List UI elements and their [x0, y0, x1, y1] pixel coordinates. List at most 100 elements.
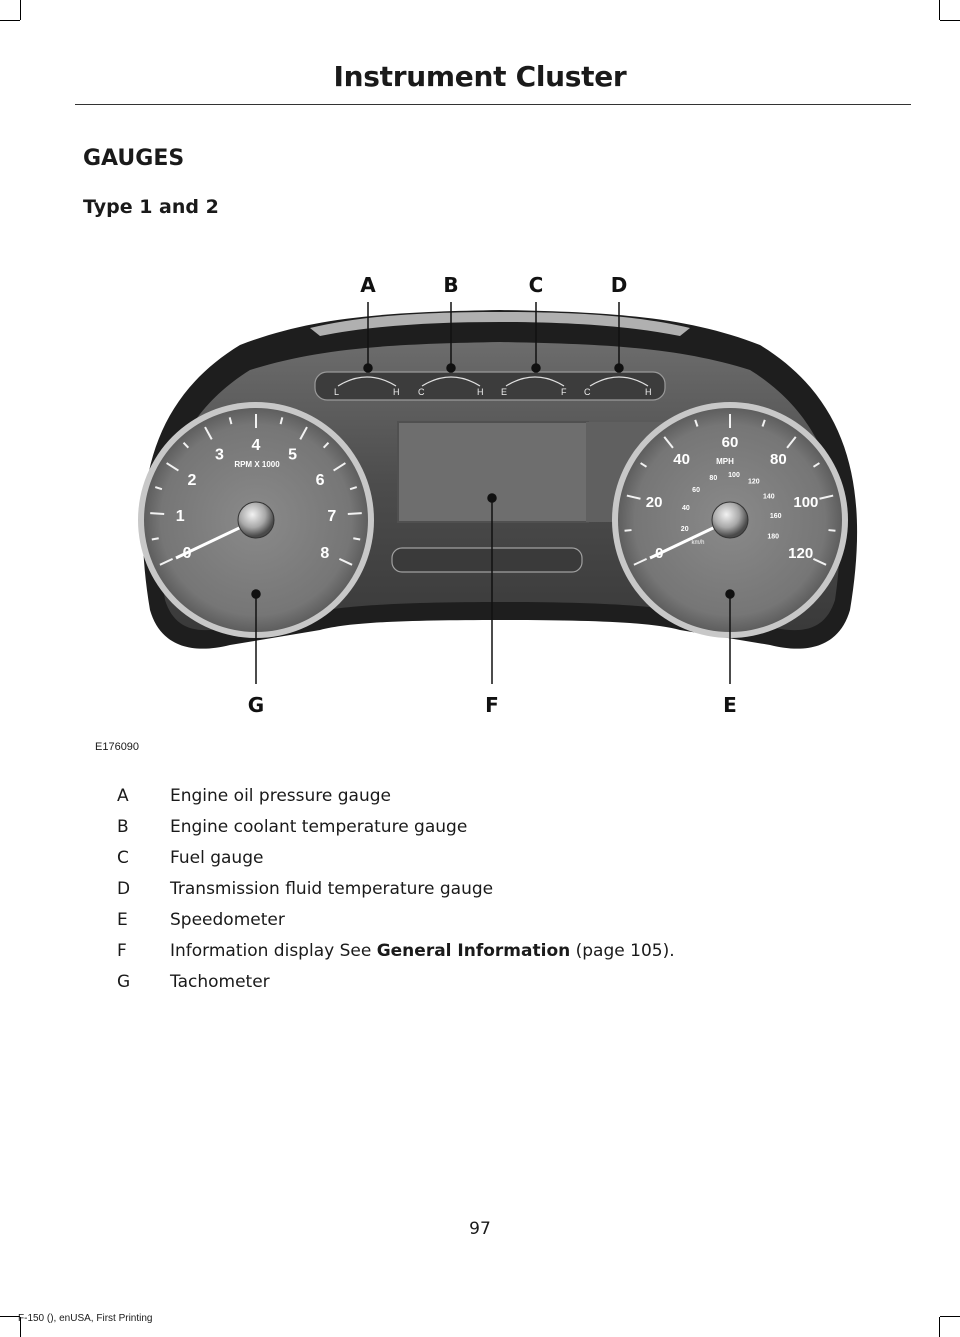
callout-b-label: B	[443, 273, 458, 297]
gauge-b-low-label: C	[418, 387, 425, 397]
speedometer-unit-label: MPH	[716, 457, 734, 466]
major-tick	[150, 512, 165, 515]
gauge-b-high-label: H	[477, 387, 484, 397]
legend-desc-with-reference: Information display See General Informat…	[170, 941, 675, 961]
speedometer-kmh-unit-label: km/h	[691, 540, 704, 546]
tachometer-tick-label: 5	[288, 446, 297, 463]
legend-key: B	[117, 817, 129, 837]
tachometer-tick-label: 1	[176, 508, 185, 525]
major-tick	[338, 557, 353, 566]
callout-g-label: G	[248, 693, 264, 717]
small-gauge-d	[589, 376, 649, 387]
gauge-a-high-label: H	[393, 387, 400, 397]
speedometer-tick-marks	[624, 414, 836, 566]
minor-tick	[228, 417, 233, 425]
figure-id: E176090	[95, 741, 140, 753]
legend-row: B Engine coolant temperature gauge	[100, 817, 880, 848]
speedometer-tick-label: 20	[646, 494, 663, 511]
legend-row: F Information display See General Inform…	[100, 941, 880, 972]
page-reference-tail: (page 105).	[570, 941, 675, 961]
tachometer-tick-label: 8	[320, 545, 329, 562]
minor-tick	[828, 529, 836, 532]
speedometer-tick-label: 40	[673, 451, 690, 468]
page-header-title: Instrument Cluster	[333, 60, 627, 93]
legend-key: C	[117, 848, 129, 868]
minor-tick	[353, 537, 361, 541]
small-gauge-c	[505, 376, 565, 387]
callout-a-dot	[363, 363, 373, 373]
major-tick	[299, 426, 308, 440]
gauge-d-high-label: H	[645, 387, 652, 397]
small-gauge-a	[337, 376, 397, 387]
tachometer-tick-label: 4	[252, 437, 261, 454]
speedometer-kmh-tick-label: 140	[763, 493, 775, 500]
legend-row: A Engine oil pressure gauge	[100, 786, 880, 817]
major-tick	[786, 436, 797, 449]
information-display	[397, 421, 589, 523]
callout-c-label: C	[529, 273, 544, 297]
callout-d-dot	[614, 363, 624, 373]
speedometer-kmh-tick-label: 120	[748, 479, 760, 486]
gauge-d-low-label: C	[584, 387, 591, 397]
callout-d-label: D	[611, 273, 628, 297]
major-tick	[166, 462, 179, 472]
major-tick	[333, 462, 346, 472]
major-tick	[633, 557, 648, 566]
callout-f-dot	[487, 493, 497, 503]
gauge-c-full-label: F	[561, 387, 567, 397]
header-divider	[75, 104, 911, 105]
tachometer-unit-label: RPM X 1000	[234, 460, 280, 469]
speedometer-kmh-tick-label: 180	[767, 534, 779, 541]
minor-tick	[279, 417, 284, 425]
minor-tick	[694, 419, 699, 427]
gauge-a-low-label: L	[334, 387, 339, 397]
callout-e-label: E	[723, 693, 737, 717]
page-number: 97	[469, 1219, 491, 1239]
legend-row: G Tachometer	[100, 972, 880, 1003]
legend-key: G	[117, 972, 131, 992]
legend-desc: Transmission fluid temperature gauge	[170, 879, 494, 899]
legend-desc-text: Information display See	[170, 941, 377, 961]
crop-mark	[20, 1317, 21, 1337]
callout-g-dot	[251, 589, 261, 599]
minor-tick	[624, 529, 632, 532]
callout-c-dot	[531, 363, 541, 373]
small-gauge-strip	[314, 371, 666, 401]
tachometer-tick-label: 2	[187, 472, 196, 489]
major-tick	[347, 512, 362, 515]
crop-mark	[0, 1316, 20, 1317]
minor-tick	[761, 419, 766, 427]
legend-row: E Speedometer	[100, 910, 880, 941]
page-reference-link[interactable]: General Information	[376, 941, 571, 961]
legend-key: D	[117, 879, 131, 899]
footer-edition: F-150 (), enUSA, First Printing	[18, 1313, 153, 1324]
minor-tick	[322, 441, 330, 449]
tachometer-tick-label: 3	[215, 446, 224, 463]
minor-tick	[151, 537, 159, 541]
callout-f-label: F	[485, 693, 499, 717]
speedometer-tick-label: 100	[793, 494, 818, 511]
major-tick	[812, 557, 827, 566]
legend-desc: Speedometer	[170, 910, 285, 930]
major-tick	[204, 426, 213, 440]
minor-tick	[640, 462, 648, 468]
legend-desc: Tachometer	[170, 972, 270, 992]
crop-mark	[939, 1317, 940, 1337]
legend-desc: Fuel gauge	[170, 848, 264, 868]
legend-key: A	[117, 786, 129, 806]
major-tick	[159, 557, 174, 566]
legend-row: D Transmission fluid temperature gauge	[100, 879, 880, 910]
cluster-top-trim	[310, 312, 690, 336]
tachometer-hub	[237, 501, 275, 539]
tachometer-tick-marks	[150, 414, 362, 566]
callout-e-dot	[725, 589, 735, 599]
legend-desc: Engine oil pressure gauge	[170, 786, 391, 806]
speedometer-kmh-tick-label: 80	[709, 475, 717, 482]
display-lower-bar	[391, 547, 583, 573]
minor-tick	[182, 441, 190, 449]
crop-mark	[0, 20, 20, 21]
tachometer-tick-label: 6	[316, 472, 325, 489]
minor-tick	[349, 486, 358, 491]
legend-row: C Fuel gauge	[100, 848, 880, 879]
callout-a-label: A	[360, 273, 376, 297]
